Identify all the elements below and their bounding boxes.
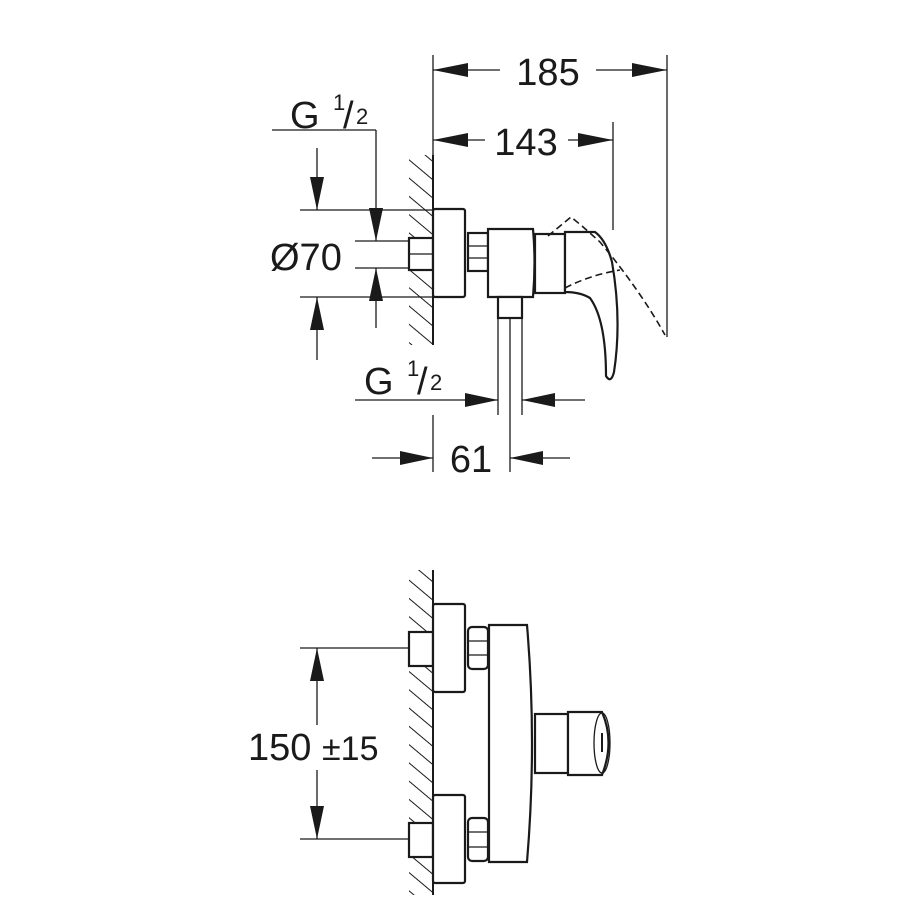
cartridge-housing bbox=[533, 232, 567, 295]
dimension-61: 61 bbox=[372, 415, 570, 481]
diameter-label: Ø70 bbox=[270, 237, 342, 279]
lever-open-position bbox=[547, 215, 666, 336]
outlet-thread-num: 1 bbox=[407, 356, 419, 381]
dimension-143-label: 143 bbox=[494, 122, 557, 164]
dimension-143: 143 bbox=[433, 122, 614, 230]
inlet-thread-dimension: G 1 / 2 bbox=[272, 90, 410, 328]
connector-nut bbox=[466, 231, 490, 273]
lever-handle bbox=[563, 230, 619, 381]
escutcheon-diameter-dimension: Ø70 bbox=[270, 148, 455, 360]
dimension-185: 185 bbox=[432, 52, 668, 337]
lower-escutcheon bbox=[431, 793, 467, 885]
cap-end bbox=[593, 712, 611, 774]
inlet-tolerance-label: ±15 bbox=[322, 730, 378, 768]
front-view: 150 ±15 bbox=[248, 570, 611, 895]
inlet-thread-num: 1 bbox=[333, 90, 345, 115]
outlet-thread-dimension: G 1 / 2 bbox=[355, 356, 585, 407]
lower-wall-nut bbox=[407, 821, 435, 859]
valve-body bbox=[487, 623, 534, 864]
inlet-thread-den: 2 bbox=[356, 104, 368, 129]
side-view: 185 143 G 1 / 2 Ø70 bbox=[270, 52, 668, 481]
outlet-thread-slash: / bbox=[417, 361, 428, 403]
cartridge-cap bbox=[566, 710, 610, 777]
inlet-spacing-dimension: 150 ±15 bbox=[248, 647, 409, 840]
valve-body bbox=[486, 227, 536, 299]
inlet-spacing-label: 150 bbox=[248, 727, 311, 769]
cartridge-stem bbox=[533, 712, 570, 775]
dimension-185-label: 185 bbox=[516, 52, 579, 94]
escutcheon bbox=[431, 207, 467, 299]
outlet-nipple bbox=[496, 295, 524, 320]
inlet-thread-slash: / bbox=[343, 95, 354, 137]
upper-wall-nut bbox=[407, 630, 435, 668]
outlet-thread-prefix: G bbox=[364, 361, 394, 403]
lower-connector-nut bbox=[466, 816, 490, 863]
upper-escutcheon bbox=[431, 602, 467, 694]
outlet-thread-den: 2 bbox=[430, 370, 442, 395]
upper-connector-nut bbox=[466, 625, 490, 671]
dimension-61-label: 61 bbox=[450, 439, 492, 481]
inlet-thread-prefix: G bbox=[290, 95, 320, 137]
